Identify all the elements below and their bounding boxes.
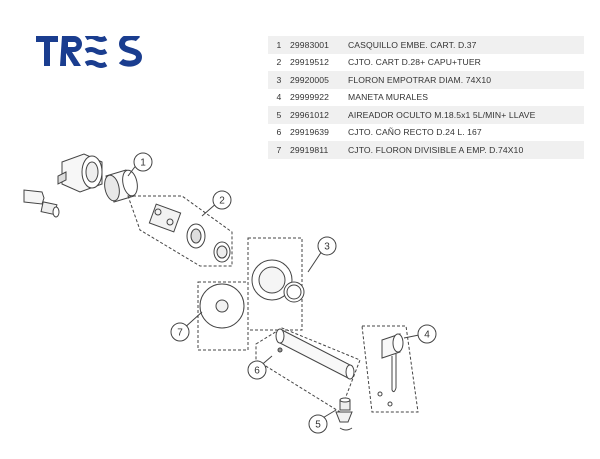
- callout-label: 2: [219, 196, 225, 207]
- callout-6: 6: [247, 360, 267, 380]
- parts-list: 1 29983001 CASQUILLO EMBE. CART. D.37 2 2991…: [268, 36, 584, 159]
- spout-part: [275, 328, 355, 380]
- handle-part: [377, 333, 404, 407]
- parts-list-row: 6 29919639 CJTO. CAÑO RECTO D.24 L. 167: [268, 124, 584, 142]
- part-number: 6: [276, 127, 282, 138]
- parts-list-row: 2 29919512 CJTO. CART D.28+ CAPU+TUER: [268, 54, 584, 72]
- callout-label: 5: [315, 420, 321, 431]
- parts-list-row: 7 29919811 CJTO. FLORON DIVISIBLE A EMP. D…: [268, 141, 584, 159]
- callout-5: 5: [308, 414, 328, 434]
- part-number: 3: [276, 74, 282, 85]
- part-reference: 29999922: [290, 92, 330, 103]
- callout-label: 1: [140, 158, 146, 169]
- callout-label: 4: [424, 330, 430, 341]
- callout-label: 3: [324, 242, 330, 253]
- cartridge-sleeve-part: [104, 169, 138, 203]
- callout-1: 1: [133, 152, 153, 172]
- callout-3: 3: [317, 236, 337, 256]
- part-reference: 29919512: [290, 57, 330, 68]
- parts-list-row: 1 29983001 CASQUILLO EMBE. CART. D.37: [268, 36, 584, 54]
- cartridge-part: [148, 203, 231, 263]
- connector-part: [23, 189, 60, 218]
- part-description: CJTO. CART D.28+ CAPU+TUER: [348, 57, 481, 68]
- callout-4: 4: [417, 324, 437, 344]
- parts-list-row: 5 29961012 AIREADOR OCULTO M.18.5x1 5L/MIN…: [268, 106, 584, 124]
- part-reference: 29920005: [290, 74, 330, 85]
- part-reference: 29919811: [290, 144, 329, 155]
- escutcheon-plate-part: [251, 259, 305, 303]
- part-description: FLORON EMPOTRAR DIAM. 74X10: [348, 74, 492, 85]
- part-description: AIREADOR OCULTO M.18.5x1 5L/MIN+ LLAVE: [348, 109, 536, 120]
- part-description: CASQUILLO EMBE. CART. D.37: [348, 39, 477, 50]
- parts-list-row: 3 29920005 FLORON EMPOTRAR DIAM. 74X10: [268, 71, 584, 89]
- part-number: 4: [276, 92, 282, 103]
- callout-2: 2: [212, 190, 232, 210]
- split-plate-part: [199, 283, 245, 329]
- callout-label: 6: [254, 366, 260, 377]
- part-description: CJTO. FLORON DIVISIBLE A EMP. D.74X10: [348, 144, 524, 155]
- part-number: 2: [276, 57, 282, 68]
- part-description: MANETA MURALES: [348, 92, 429, 103]
- part-reference: 29961012: [290, 109, 330, 120]
- parts-list-row: 4 29999922 MANETA MURALES: [268, 89, 584, 107]
- part-number: 1: [276, 39, 282, 50]
- part-number: 5: [276, 109, 282, 120]
- callout-label: 7: [177, 328, 183, 339]
- part-number: 7: [276, 144, 282, 155]
- part-reference: 29983001: [290, 39, 330, 50]
- callout-layer: 1 2 3 4 5 6 7: [133, 152, 437, 434]
- part-description: CJTO. CAÑO RECTO D.24 L. 167: [348, 127, 482, 138]
- tres-logo: [36, 36, 143, 68]
- part-reference: 29919639: [290, 127, 330, 138]
- aerator-part: [335, 397, 353, 431]
- valve-body-part: [57, 153, 103, 193]
- callout-7: 7: [170, 322, 190, 342]
